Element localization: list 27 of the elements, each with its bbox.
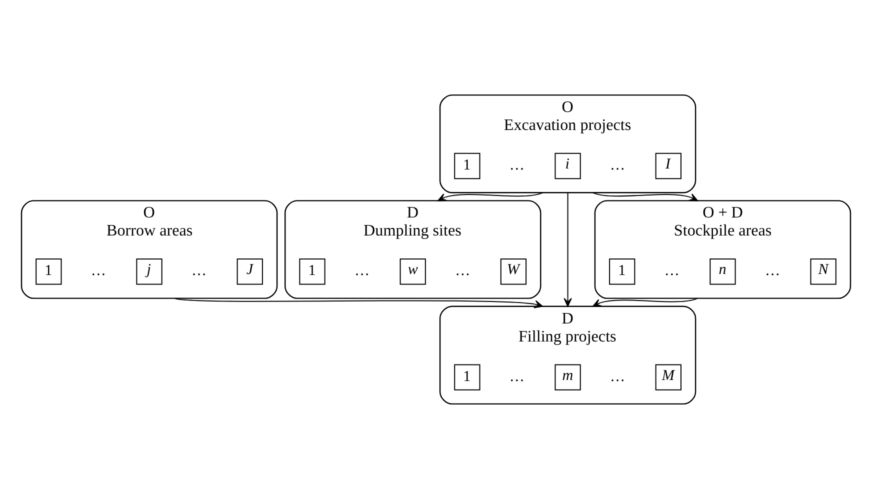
label: …	[764, 263, 780, 280]
label: …	[454, 263, 470, 280]
node-box: 1	[35, 258, 62, 285]
label: …	[90, 263, 106, 280]
label: …	[664, 263, 679, 280]
node-box: 1	[298, 258, 325, 285]
label: …	[610, 368, 625, 385]
label: …	[354, 263, 370, 280]
node-box: 1	[608, 258, 635, 285]
label: …	[610, 158, 625, 174]
node-box: w	[399, 258, 426, 285]
node-box: J	[236, 258, 262, 285]
node-box: N	[810, 258, 836, 285]
node-box: 1	[454, 364, 480, 390]
label: …	[191, 263, 206, 280]
label: …	[508, 368, 524, 385]
node-box: i	[554, 152, 580, 180]
node-box: W	[500, 258, 526, 285]
node-box: 1	[454, 152, 480, 180]
node-box: m	[554, 364, 580, 390]
label: …	[508, 158, 524, 174]
node-box: j	[136, 258, 162, 285]
node-box: n	[709, 258, 736, 285]
arrow	[174, 298, 543, 308]
node-box: I	[654, 152, 681, 180]
arrow	[563, 192, 572, 307]
node-box: M	[654, 364, 681, 390]
